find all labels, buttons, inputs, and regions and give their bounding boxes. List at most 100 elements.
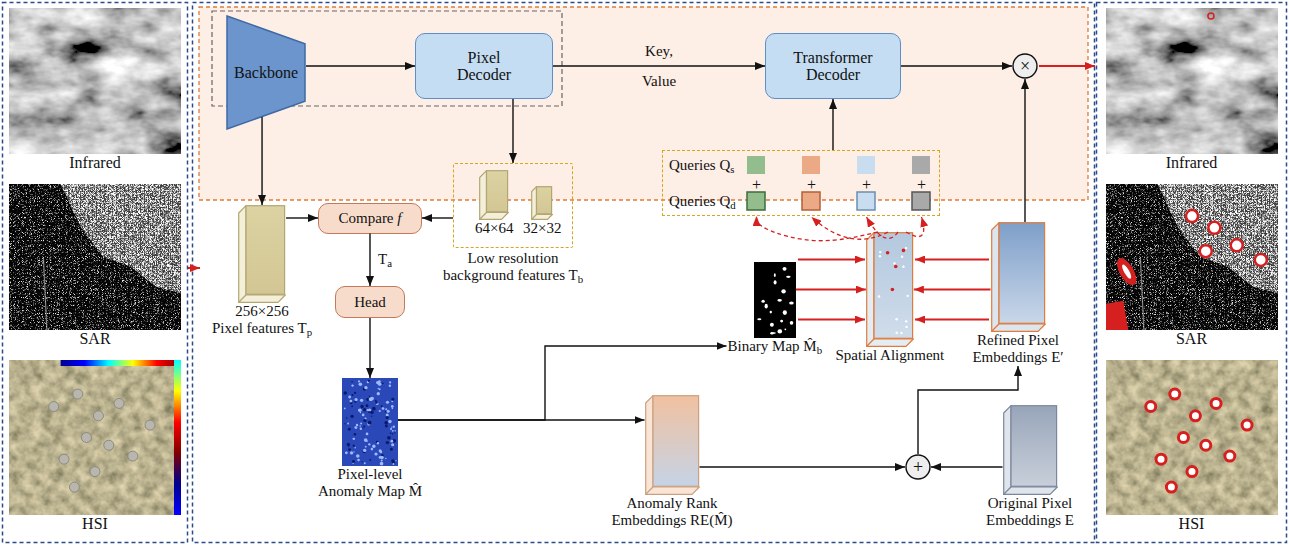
- graphic-part: [764, 304, 767, 309]
- graphic-part: [784, 328, 786, 330]
- illustration: [1106, 184, 1278, 330]
- graphic-part: [353, 438, 355, 440]
- graphic-part: [857, 156, 875, 174]
- node-label: Head: [354, 294, 386, 311]
- text-run: b: [578, 273, 583, 285]
- graphic-part: [9, 184, 181, 330]
- connector: [832, 99, 833, 150]
- graphic-part: [905, 326, 907, 328]
- graphic-part: [382, 383, 384, 385]
- graphic-part: [369, 459, 371, 461]
- anomaly-map: Pixel-level Anomaly Map M̂: [313, 378, 428, 500]
- feature-map-32: 32×32: [523, 186, 561, 237]
- graphic-part: [358, 380, 360, 382]
- graphic-part: [365, 446, 367, 448]
- input-arrow: [188, 267, 200, 269]
- graphic-part: [347, 423, 349, 425]
- illustration: [9, 360, 181, 515]
- graphic-part: [379, 449, 382, 452]
- text-run: Low resolution background features T: [443, 250, 578, 283]
- graphic-part: [389, 385, 391, 387]
- node-label: +: [913, 455, 923, 479]
- connector: [757, 216, 878, 241]
- illustration: [531, 186, 553, 220]
- graphic-part: [894, 265, 898, 269]
- graphic-part: [239, 206, 246, 303]
- graphic-part: [1178, 433, 1188, 443]
- graphic-part: [902, 266, 904, 268]
- refined-embeddings: Refined Pixel Embeddings E′: [963, 222, 1073, 366]
- node-label: Pixel-level Anomaly Map M̂: [313, 466, 428, 500]
- graphic-part: [354, 447, 356, 449]
- text-run: a: [387, 257, 392, 269]
- graphic-part: [774, 273, 776, 277]
- graphic-part: [1003, 487, 1057, 494]
- graphic-part: [386, 401, 389, 404]
- graphic-part: [387, 436, 391, 440]
- connector: [261, 117, 262, 205]
- connector: [931, 466, 1003, 467]
- text-run: d: [730, 199, 735, 211]
- graphic-part: [782, 267, 786, 271]
- graphic-part: [893, 262, 895, 264]
- graphic-part: [239, 295, 286, 302]
- compare-box: Compare f: [318, 203, 422, 234]
- graphic-part: [348, 428, 351, 431]
- connector: [306, 65, 415, 66]
- graphic-part: [360, 423, 362, 425]
- graphic-part: [377, 442, 379, 444]
- graphic-part: [368, 411, 370, 413]
- graphic-part: [1242, 420, 1252, 430]
- graphic-part: [900, 332, 902, 334]
- graphic-part: [867, 339, 914, 346]
- graphic-part: [376, 402, 379, 405]
- graphic-part: [790, 321, 794, 325]
- graphic-part: [1106, 184, 1278, 330]
- connector: [422, 217, 453, 218]
- graphic-part: [372, 407, 376, 411]
- node-label: HSI: [1179, 515, 1205, 532]
- graphic-part: [902, 249, 906, 253]
- method-panel: [193, 3, 1095, 543]
- text-run: s: [730, 163, 734, 175]
- graphic-part: [9, 184, 181, 330]
- illustration: [1106, 360, 1278, 515]
- graphic-part: [351, 381, 353, 383]
- alignment-arrow: [798, 259, 865, 261]
- graphic-part: [369, 397, 373, 401]
- infrared-input: Infrared: [9, 8, 181, 171]
- query-init-curve: [867, 217, 899, 238]
- node-label: Transformer Decoder: [778, 49, 888, 83]
- graphic-part: [1011, 406, 1057, 487]
- graphic-part: [1106, 184, 1278, 330]
- graphic-part: [356, 424, 358, 426]
- graphic-part: [368, 443, 370, 445]
- graphic-part: [1140, 257, 1143, 330]
- graphic-part: [1113, 255, 1140, 288]
- text-run: f: [397, 210, 401, 226]
- illustration: [991, 222, 1046, 332]
- graphic-part: [1199, 245, 1211, 257]
- illustration: [479, 170, 509, 220]
- graphic-part: [81, 433, 91, 443]
- graphic-part: [391, 398, 394, 401]
- graphic-part: [1187, 467, 1197, 477]
- connector: [286, 217, 318, 218]
- graphic-part: [347, 443, 350, 446]
- text-run: b: [817, 344, 822, 356]
- graphic-part: [114, 398, 124, 408]
- graphic-part: [1145, 402, 1155, 412]
- graphic-part: [366, 433, 369, 436]
- graphic-part: [912, 192, 930, 210]
- graphic-part: [364, 462, 366, 464]
- graphic-part: [354, 392, 356, 394]
- connector: [901, 65, 1012, 66]
- graphic-part: [354, 398, 357, 401]
- graphic-part: [395, 430, 396, 431]
- graphic-part: [867, 233, 874, 347]
- graphic-part: [879, 251, 881, 253]
- graphic-part: [1230, 239, 1242, 251]
- graphic-part: [1106, 184, 1278, 330]
- graphic-part: [366, 398, 369, 401]
- add-operator: +: [905, 454, 931, 480]
